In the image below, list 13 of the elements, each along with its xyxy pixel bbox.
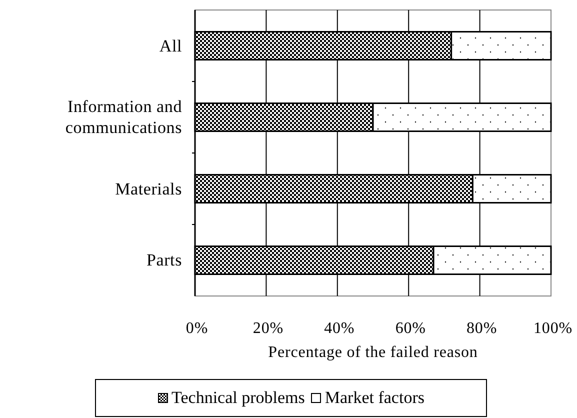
legend-label: Technical problems [172, 388, 305, 408]
category-label: Information and communications [64, 96, 182, 138]
tick-label: 80% [466, 320, 498, 338]
tick-label: 40% [324, 320, 355, 338]
tick-label: 60% [395, 320, 426, 338]
tick-label: 20% [252, 320, 284, 338]
category-label: All [158, 35, 182, 56]
category-label: Parts [146, 250, 182, 271]
tick-label: 0% [186, 320, 208, 338]
tick-label: 100% [534, 320, 572, 338]
category-label: Materials [114, 178, 182, 200]
legend-label: Market factors [324, 388, 424, 408]
axis-title: Percentage of the failed reason [267, 344, 479, 362]
